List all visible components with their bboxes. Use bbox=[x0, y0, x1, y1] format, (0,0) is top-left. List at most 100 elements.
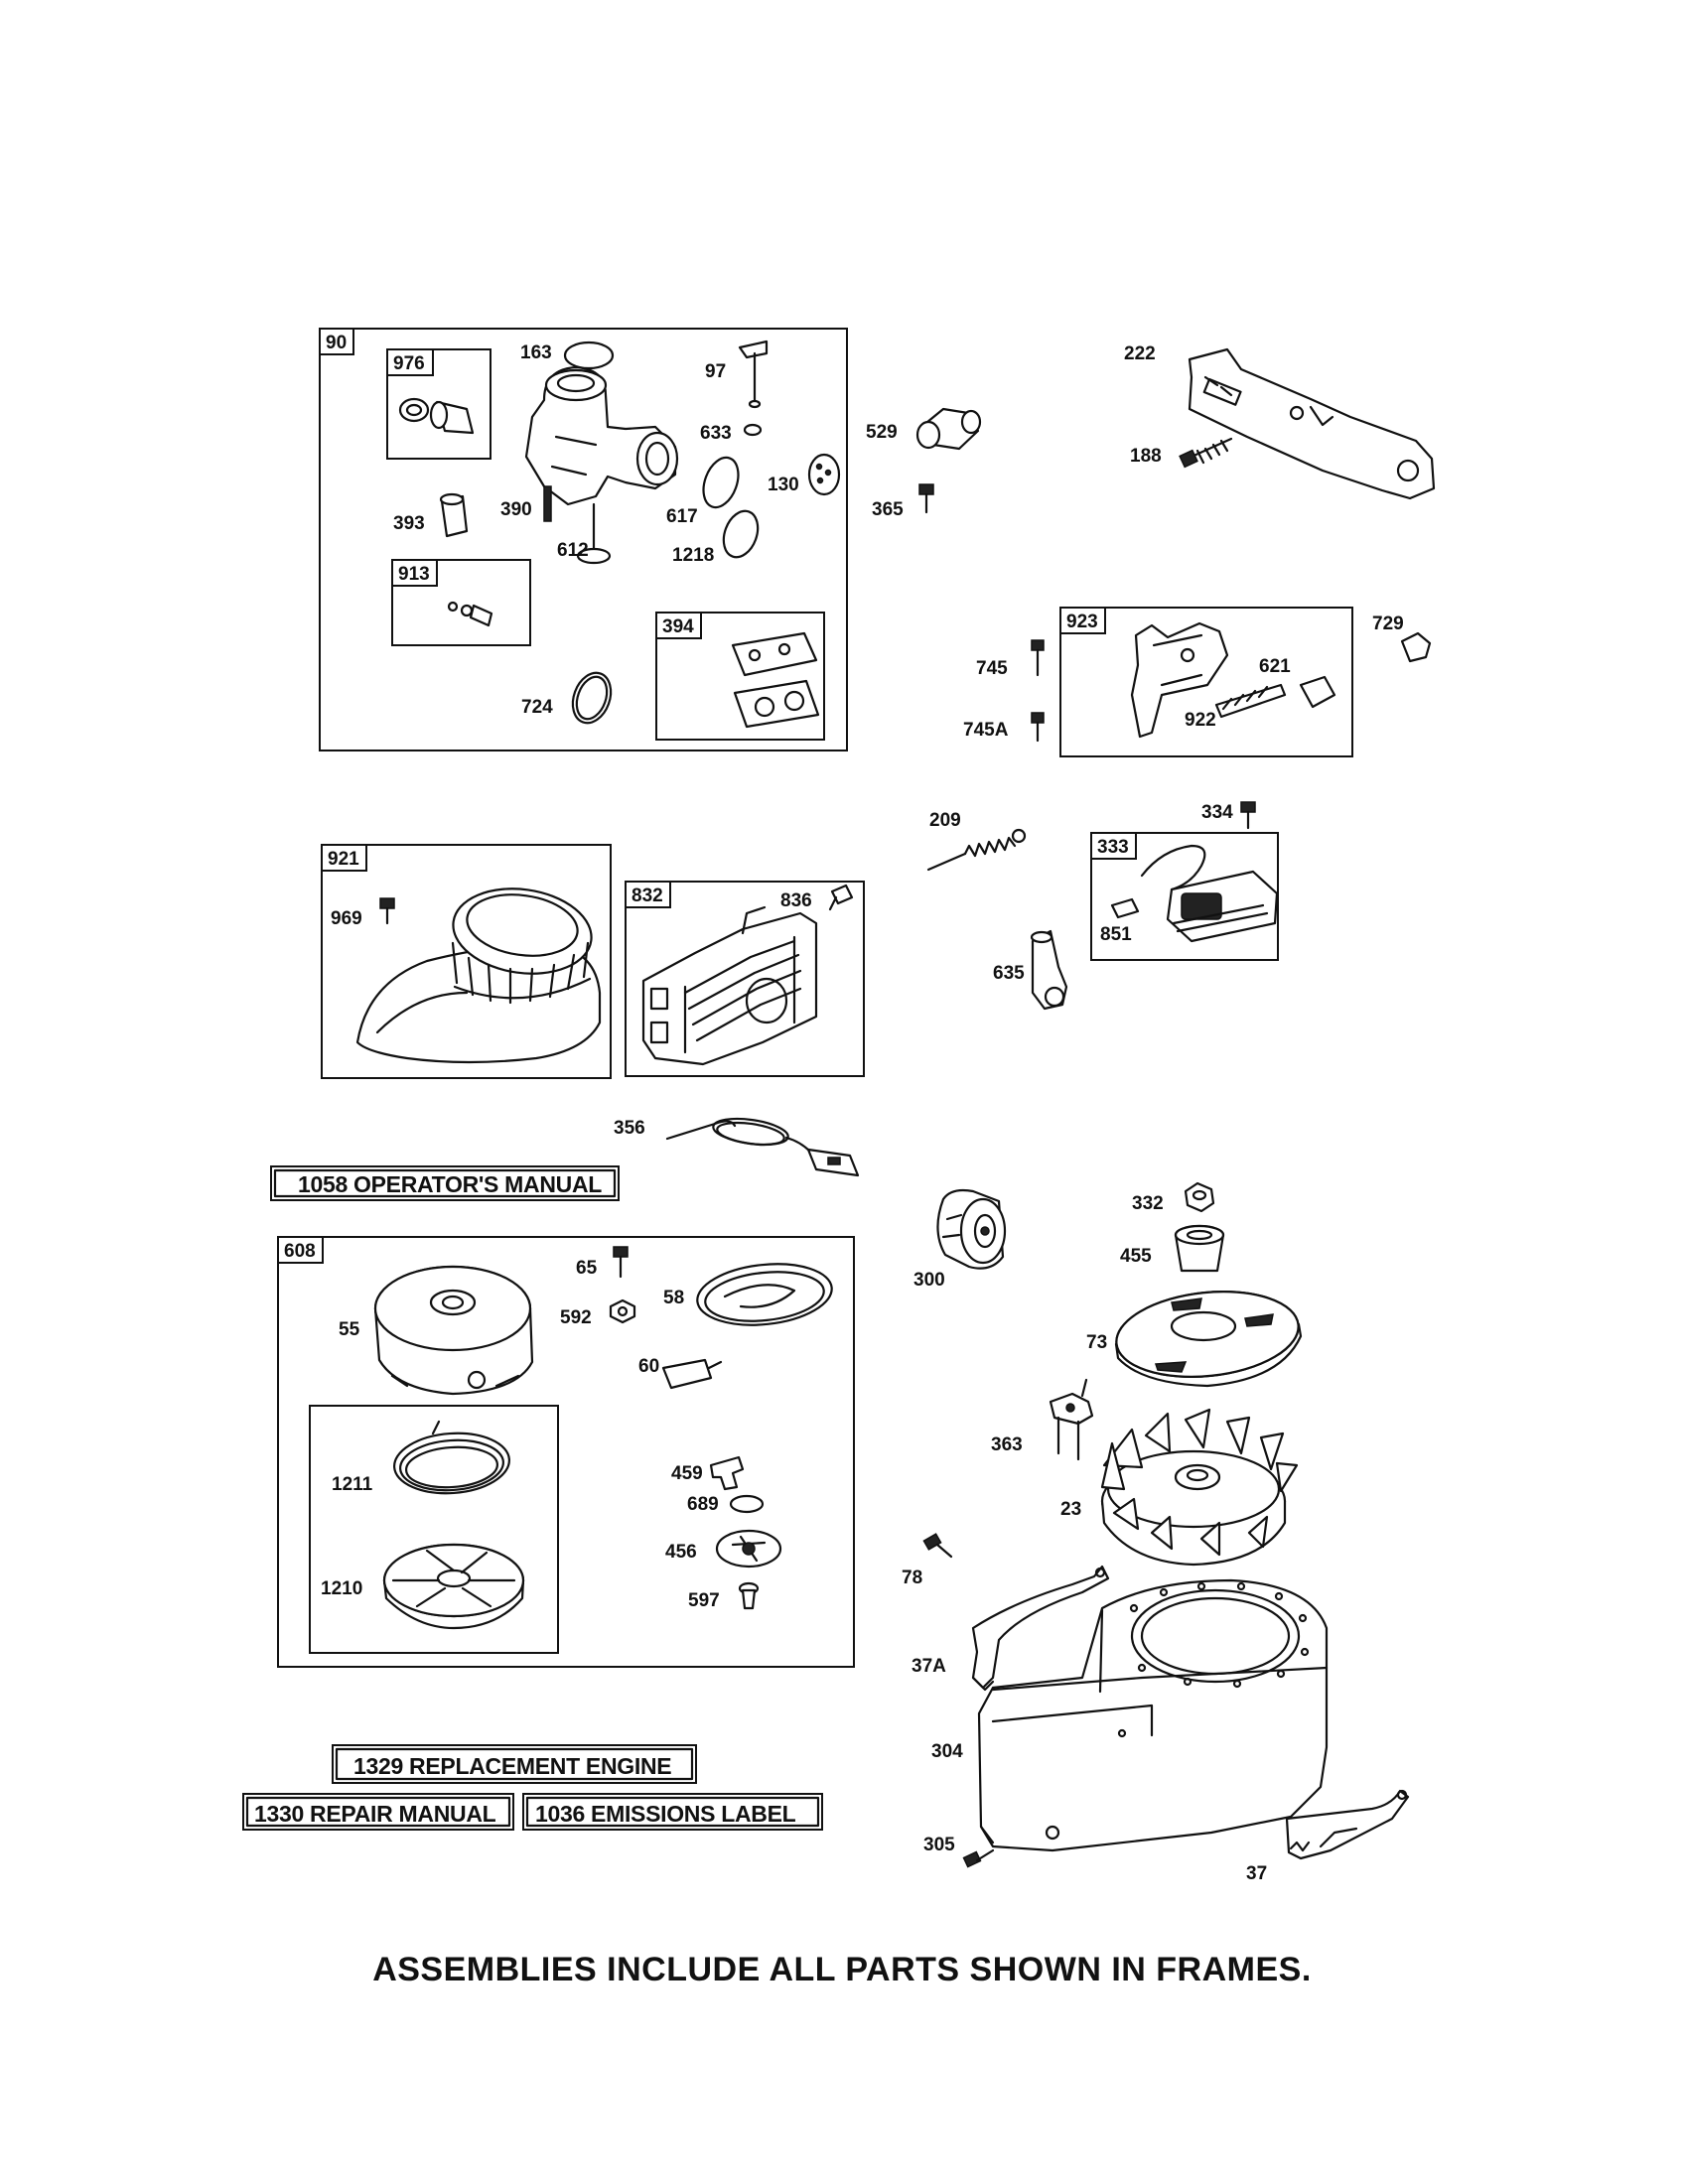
part-689 bbox=[729, 1494, 765, 1514]
callout-37: 37 bbox=[1246, 1863, 1267, 1884]
callout-97: 97 bbox=[705, 361, 726, 382]
part-456 bbox=[715, 1529, 782, 1569]
part-745A bbox=[1031, 712, 1045, 743]
part-60-handle bbox=[661, 1358, 723, 1390]
footer-note: ASSEMBLIES INCLUDE ALL PARTS SHOWN IN FR… bbox=[372, 1951, 1312, 1988]
emissions-label: 1036 EMISSIONS LABEL bbox=[522, 1793, 823, 1831]
callout-356: 356 bbox=[614, 1118, 645, 1139]
callout-390: 390 bbox=[500, 499, 532, 520]
part-597 bbox=[738, 1581, 760, 1610]
blower-housing-part bbox=[355, 887, 602, 1064]
callout-393: 393 bbox=[393, 513, 425, 534]
frame-394-tag: 394 bbox=[662, 616, 694, 637]
part-529 bbox=[915, 407, 982, 451]
muffler-guard-part bbox=[641, 905, 818, 1066]
part-969 bbox=[379, 897, 395, 925]
callout-78: 78 bbox=[902, 1568, 922, 1588]
part-390 bbox=[543, 485, 552, 522]
part-23-flywheel bbox=[1100, 1408, 1299, 1567]
callout-597: 597 bbox=[688, 1590, 720, 1611]
starter-housing-part bbox=[373, 1265, 534, 1396]
frame-832: 832 836 bbox=[625, 881, 865, 1077]
operators-manual-label: 1058 OPERATOR'S MANUAL bbox=[270, 1165, 620, 1201]
callout-73: 73 bbox=[1086, 1332, 1107, 1353]
gasket-kit-part bbox=[731, 631, 820, 729]
frame-90: 90 976 bbox=[319, 328, 848, 751]
frame-608: 608 bbox=[277, 1236, 855, 1668]
callout-304: 304 bbox=[931, 1741, 963, 1762]
callout-592: 592 bbox=[560, 1307, 592, 1328]
part-363-clip bbox=[1049, 1378, 1094, 1461]
part-724 bbox=[571, 671, 613, 725]
callout-455: 455 bbox=[1120, 1246, 1152, 1267]
part-1210-pulley bbox=[382, 1543, 525, 1630]
part-209-spring bbox=[926, 828, 1027, 872]
callout-612: 612 bbox=[557, 540, 589, 561]
part-37A-baffle bbox=[971, 1565, 1110, 1692]
frame-rewind-pulley: 1211 1210 bbox=[309, 1405, 559, 1654]
callout-188: 188 bbox=[1130, 446, 1162, 467]
callout-745: 745 bbox=[976, 658, 1008, 679]
frame-333: 333 851 bbox=[1090, 832, 1279, 961]
part-592 bbox=[609, 1298, 636, 1324]
callout-922: 922 bbox=[1185, 710, 1216, 731]
part-73-screen bbox=[1114, 1291, 1303, 1388]
callout-58: 58 bbox=[663, 1288, 684, 1308]
callout-1211: 1211 bbox=[332, 1474, 373, 1495]
callout-209: 209 bbox=[929, 810, 961, 831]
part-393 bbox=[439, 492, 469, 538]
callout-635: 635 bbox=[993, 963, 1025, 984]
part-37-baffle bbox=[1285, 1789, 1410, 1860]
callout-689: 689 bbox=[687, 1494, 719, 1515]
choke-shaft-kit-part bbox=[398, 397, 475, 435]
callout-130: 130 bbox=[768, 475, 799, 495]
part-1211-spring bbox=[393, 1420, 510, 1495]
callout-55: 55 bbox=[339, 1319, 360, 1340]
callout-617: 617 bbox=[666, 506, 698, 527]
frame-923-tag: 923 bbox=[1066, 612, 1098, 632]
callout-1218: 1218 bbox=[672, 545, 714, 566]
part-130 bbox=[807, 453, 841, 496]
callout-334: 334 bbox=[1201, 802, 1233, 823]
callout-724: 724 bbox=[521, 697, 553, 718]
callout-745A: 745A bbox=[963, 720, 1009, 741]
frame-976-tag: 976 bbox=[393, 353, 425, 374]
frame-976: 976 bbox=[386, 348, 491, 460]
callout-621: 621 bbox=[1259, 656, 1291, 677]
callout-729: 729 bbox=[1372, 614, 1404, 634]
callout-23: 23 bbox=[1060, 1499, 1081, 1520]
part-459 bbox=[709, 1455, 745, 1491]
part-65 bbox=[613, 1246, 629, 1279]
callout-365: 365 bbox=[872, 499, 904, 520]
frame-608-tag: 608 bbox=[284, 1241, 316, 1262]
callout-363: 363 bbox=[991, 1434, 1023, 1455]
callout-851: 851 bbox=[1100, 924, 1132, 945]
part-304-shroud bbox=[977, 1578, 1329, 1852]
part-745 bbox=[1031, 639, 1045, 677]
repair-manual-label: 1330 REPAIR MANUAL bbox=[242, 1793, 514, 1831]
callout-633: 633 bbox=[700, 423, 732, 444]
frame-832-tag: 832 bbox=[632, 886, 663, 906]
part-455-cup bbox=[1174, 1224, 1225, 1273]
part-836 bbox=[828, 884, 854, 911]
part-300-clutch bbox=[936, 1188, 1007, 1270]
part-334 bbox=[1240, 801, 1256, 830]
part-365 bbox=[918, 483, 934, 514]
governor-control-part bbox=[1130, 621, 1336, 739]
part-633 bbox=[743, 423, 763, 437]
callout-60: 60 bbox=[638, 1356, 659, 1377]
part-332-nut bbox=[1184, 1181, 1215, 1213]
callout-1210: 1210 bbox=[321, 1578, 362, 1599]
part-617 bbox=[702, 456, 740, 509]
part-97 bbox=[738, 340, 769, 409]
callout-836: 836 bbox=[780, 890, 812, 911]
frame-394: 394 bbox=[655, 612, 825, 741]
frame-921-tag: 921 bbox=[328, 849, 359, 870]
frame-333-tag: 333 bbox=[1097, 837, 1129, 858]
part-729 bbox=[1400, 631, 1432, 663]
part-188 bbox=[1179, 437, 1233, 469]
callout-305: 305 bbox=[923, 1835, 955, 1855]
frame-913-tag: 913 bbox=[398, 564, 430, 585]
carburetor-part bbox=[524, 341, 679, 565]
